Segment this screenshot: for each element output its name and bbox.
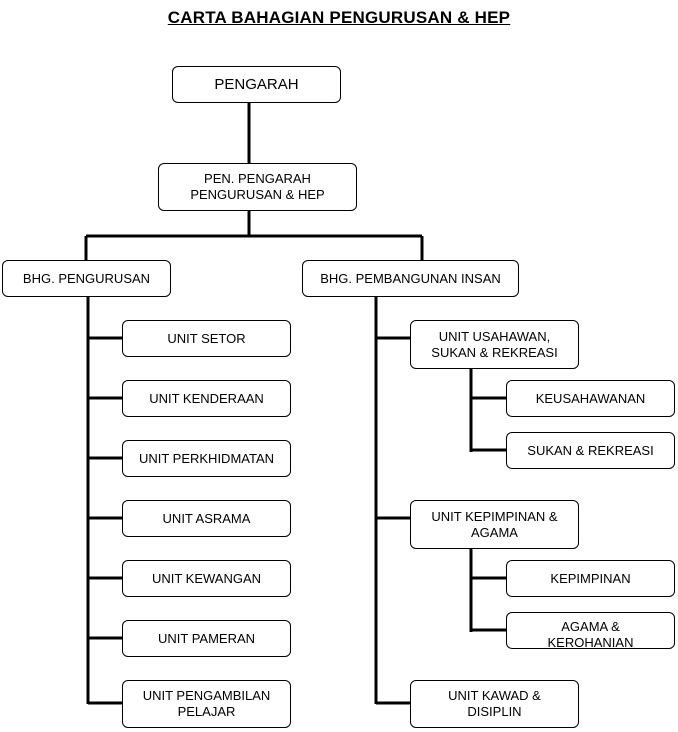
node-unit-kenderaan: UNIT KENDERAAN (122, 380, 291, 417)
node-unit-asrama: UNIT ASRAMA (122, 500, 291, 537)
node-agama-kerohanian: AGAMA & KEROHANIAN (506, 612, 675, 649)
node-pen-pengarah: PEN. PENGARAH PENGURUSAN & HEP (158, 163, 357, 211)
node-unit-kawad-disiplin: UNIT KAWAD & DISIPLIN (410, 680, 579, 728)
node-unit-kewangan: UNIT KEWANGAN (122, 560, 291, 597)
node-pengarah: PENGARAH (172, 66, 341, 103)
node-unit-setor: UNIT SETOR (122, 320, 291, 357)
node-unit-usahawan: UNIT USAHAWAN, SUKAN & REKREASI (410, 320, 579, 369)
node-unit-pengambilan-pelajar: UNIT PENGAMBILAN PELAJAR (122, 680, 291, 728)
chart-title: CARTA BAHAGIAN PENGURUSAN & HEP (167, 8, 511, 27)
node-unit-perkhidmatan: UNIT PERKHIDMATAN (122, 440, 291, 477)
node-sukan-rekreasi: SUKAN & REKREASI (506, 432, 675, 469)
node-unit-kepimpinan-agama: UNIT KEPIMPINAN & AGAMA (410, 500, 579, 549)
node-keusahawanan: KEUSAHAWANAN (506, 380, 675, 417)
node-bhg-pembangunan-insan: BHG. PEMBANGUNAN INSAN (302, 260, 519, 297)
node-bhg-pengurusan: BHG. PENGURUSAN (2, 260, 171, 297)
node-kepimpinan: KEPIMPINAN (506, 560, 675, 597)
node-unit-pameran: UNIT PAMERAN (122, 620, 291, 657)
